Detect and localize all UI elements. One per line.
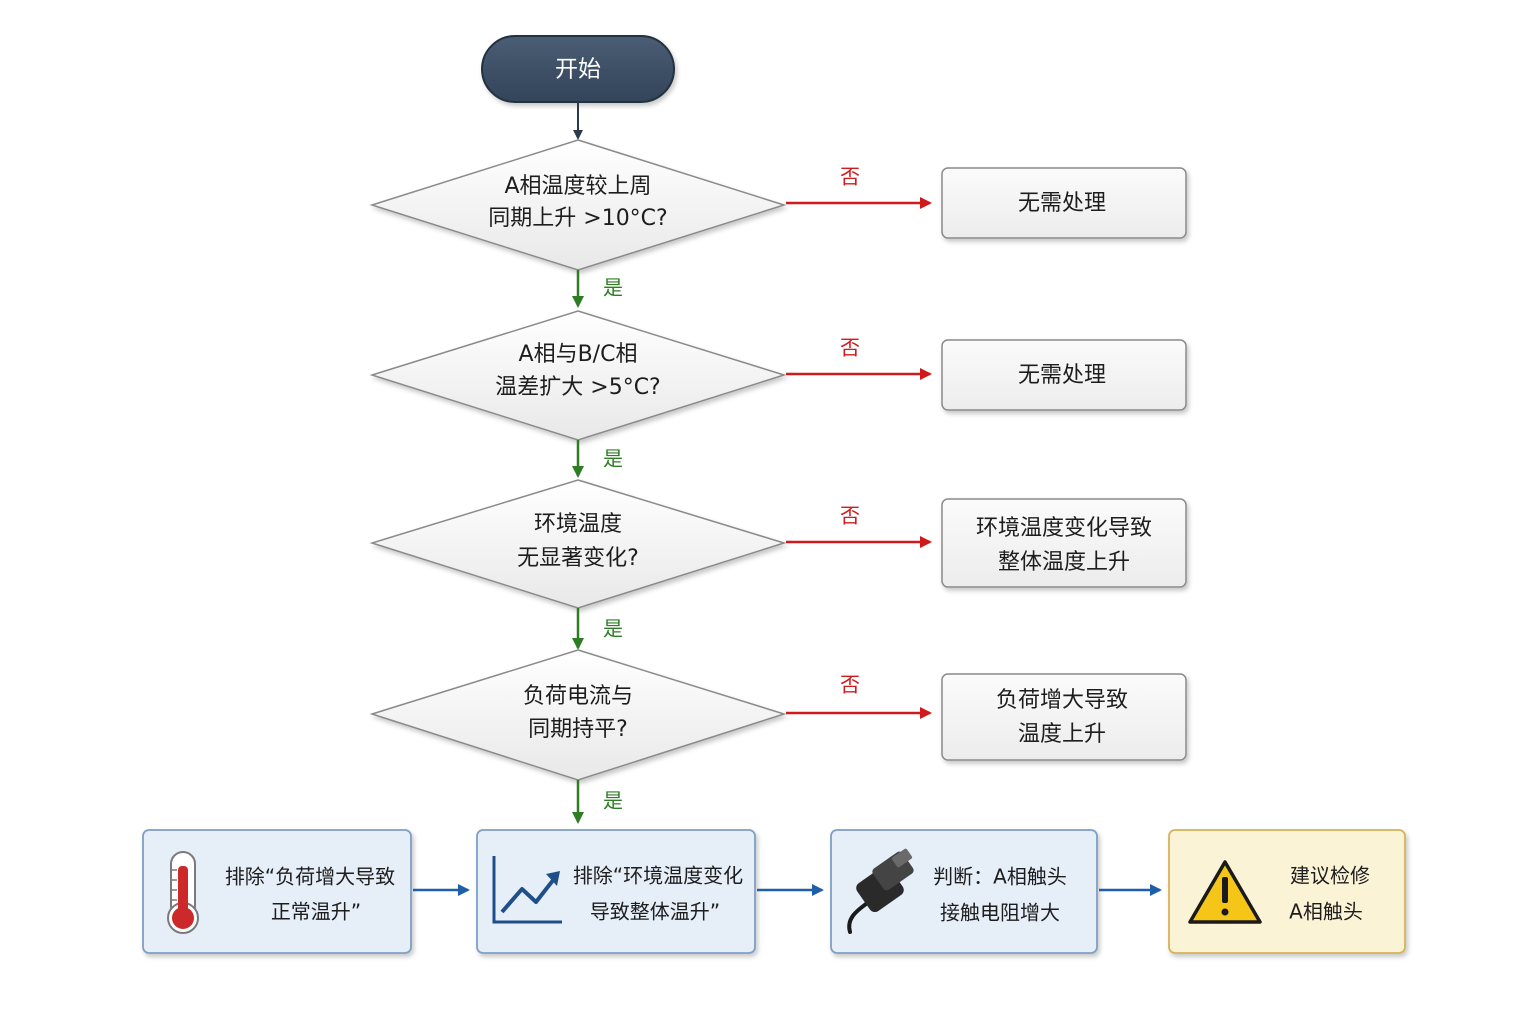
step-2: 排除“环境温度变化 导致整体温升” — [476, 829, 756, 954]
no-label-1: 否 — [840, 165, 860, 189]
decision-3-line1: 环境温度 — [534, 512, 622, 537]
outcome-3-line2: 整体温度上升 — [998, 550, 1130, 575]
outcome-4: 负荷增大导致 温度上升 — [941, 673, 1187, 761]
step-1-line1: 排除“负荷增大导致 — [225, 865, 395, 889]
no-label-2: 否 — [840, 336, 860, 360]
decision-3: 环境温度 无显著变化? — [369, 479, 787, 609]
decision-4: 负荷电流与 同期持平? — [369, 649, 787, 781]
step-1: 排除“负荷增大导致 正常温升” — [142, 829, 412, 954]
outcome-4-line1: 负荷增大导致 — [996, 688, 1128, 713]
outcome-2: 无需处理 — [941, 339, 1187, 411]
decision-4-line1: 负荷电流与 — [523, 684, 633, 709]
decision-1-line2: 同期上升 >10°C? — [488, 206, 667, 231]
step-1-line2: 正常温升” — [271, 900, 361, 924]
decision-2-line2: 温差扩大 >5°C? — [495, 375, 660, 400]
decision-2-line1: A相与B/C相 — [519, 342, 638, 367]
step-3-line2: 接触电阻增大 — [940, 901, 1060, 925]
step-2-line2: 导致整体温升” — [590, 900, 720, 924]
outcome-3: 环境温度变化导致 整体温度上升 — [941, 498, 1187, 588]
no-label-4: 否 — [840, 673, 860, 697]
decision-1-line1: A相温度较上周 — [504, 174, 651, 199]
decision-4-line2: 同期持平? — [528, 717, 628, 742]
start-label: 开始 — [555, 57, 601, 83]
step-4-line2: A相触头 — [1289, 900, 1363, 924]
step-4: 建议检修 A相触头 — [1168, 829, 1406, 954]
trend-up-icon — [492, 856, 562, 924]
step-3-line1: 判断：A相触头 — [933, 865, 1067, 889]
thermometer-icon — [167, 851, 199, 934]
yes-label-2: 是 — [603, 447, 623, 471]
yes-label-4: 是 — [603, 789, 623, 813]
start-node: 开始 — [481, 35, 675, 103]
outcome-2-line1: 无需处理 — [1018, 363, 1106, 388]
no-label-3: 否 — [840, 504, 860, 528]
decision-3-line2: 无显著变化? — [517, 546, 639, 571]
step-4-line1: 建议检修 — [1290, 864, 1370, 888]
yes-label-1: 是 — [603, 276, 623, 300]
decision-2: A相与B/C相 温差扩大 >5°C? — [369, 310, 787, 441]
yes-label-3: 是 — [603, 617, 623, 641]
outcome-4-line2: 温度上升 — [1018, 722, 1106, 747]
step-3: 判断：A相触头 接触电阻增大 — [830, 829, 1098, 954]
outcome-3-line1: 环境温度变化导致 — [976, 516, 1152, 541]
warning-icon — [1188, 860, 1262, 924]
step-2-line1: 排除“环境温度变化 — [573, 864, 743, 888]
outcome-1-line1: 无需处理 — [1018, 191, 1106, 216]
outcome-1: 无需处理 — [941, 167, 1187, 239]
decision-1: A相温度较上周 同期上升 >10°C? — [369, 139, 787, 271]
connector-icon — [847, 848, 914, 934]
